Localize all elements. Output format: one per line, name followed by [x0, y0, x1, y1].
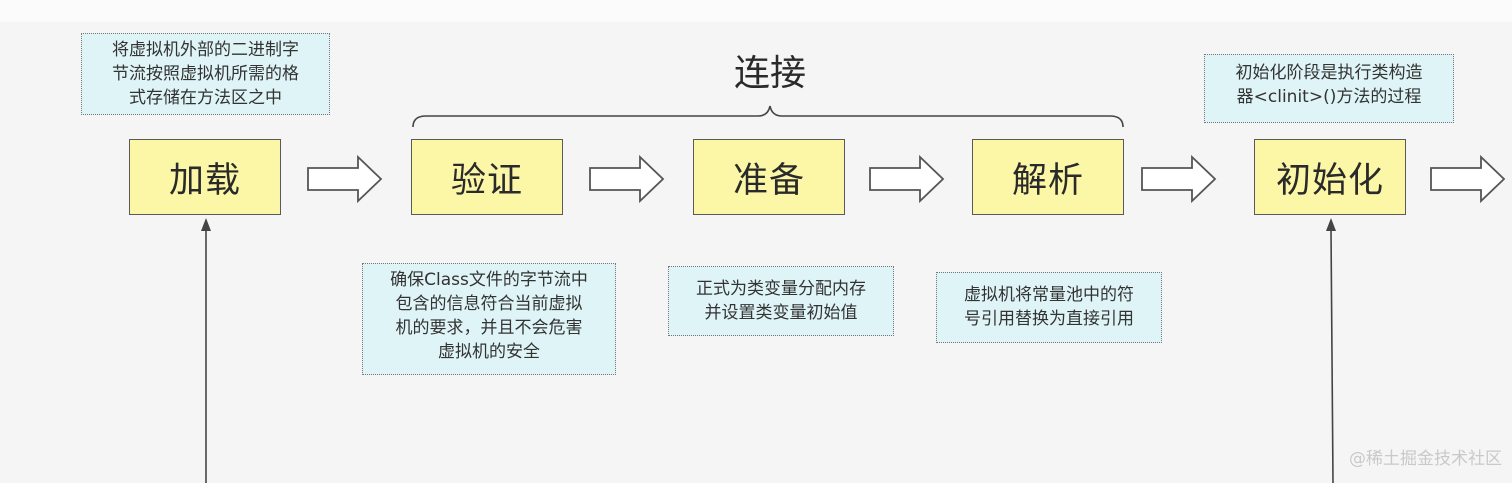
arrow-4 — [1141, 154, 1217, 204]
top-strip — [0, 0, 1512, 22]
note-line: 确保Class文件的字节流中 — [390, 270, 588, 290]
note-line: 式存储在方法区之中 — [129, 88, 282, 108]
note-resolution: 虚拟机将常量池中的符 号引用替换为直接引用 — [936, 272, 1162, 343]
stage-loading: 加载 — [129, 139, 281, 215]
note-preparation: 正式为类变量分配内存 并设置类变量初始值 — [668, 266, 894, 336]
note-line: 节流按照虚拟机所需的格 — [112, 64, 299, 84]
arrow-5 — [1430, 154, 1506, 204]
note-initialization: 初始化阶段是执行类构造 器<clinit>()方法的过程 — [1204, 54, 1454, 123]
pointer-head-loading — [201, 218, 211, 231]
note-line: 初始化阶段是执行类构造 — [1235, 63, 1423, 83]
arrow-3 — [869, 154, 945, 204]
note-loading: 将虚拟机外部的二进制字 节流按照虚拟机所需的格 式存储在方法区之中 — [81, 33, 330, 115]
pointer-head-init — [1326, 218, 1336, 231]
group-label-link: 连接 — [733, 53, 806, 94]
note-line: 将虚拟机外部的二进制字 — [112, 40, 299, 60]
stage-verification: 验证 — [411, 139, 563, 215]
note-line: 机的要求，并且不会危害 — [395, 318, 583, 338]
stage-preparation: 准备 — [693, 139, 845, 215]
watermark: @稀土掘金技术社区 — [1349, 449, 1502, 469]
note-line: 器<clinit>()方法的过程 — [1236, 87, 1422, 107]
stage-resolution: 解析 — [972, 139, 1124, 215]
arrow-1 — [307, 154, 383, 204]
note-line: 正式为类变量分配内存 — [696, 279, 866, 299]
note-verification: 确保Class文件的字节流中 包含的信息符合当前虚拟 机的要求，并且不会危害 虚… — [362, 263, 616, 375]
note-line: 虚拟机将常量池中的符 — [964, 285, 1134, 305]
note-line: 并设置类变量初始值 — [704, 303, 858, 323]
note-line: 号引用替换为直接引用 — [964, 309, 1134, 329]
group-bracket — [412, 105, 1124, 128]
pointer-line-init — [1330, 229, 1334, 483]
note-line: 包含的信息符合当前虚拟 — [395, 294, 583, 314]
arrow-2 — [589, 154, 665, 204]
stage-initialization: 初始化 — [1254, 139, 1406, 215]
note-line: 虚拟机的安全 — [438, 342, 540, 362]
